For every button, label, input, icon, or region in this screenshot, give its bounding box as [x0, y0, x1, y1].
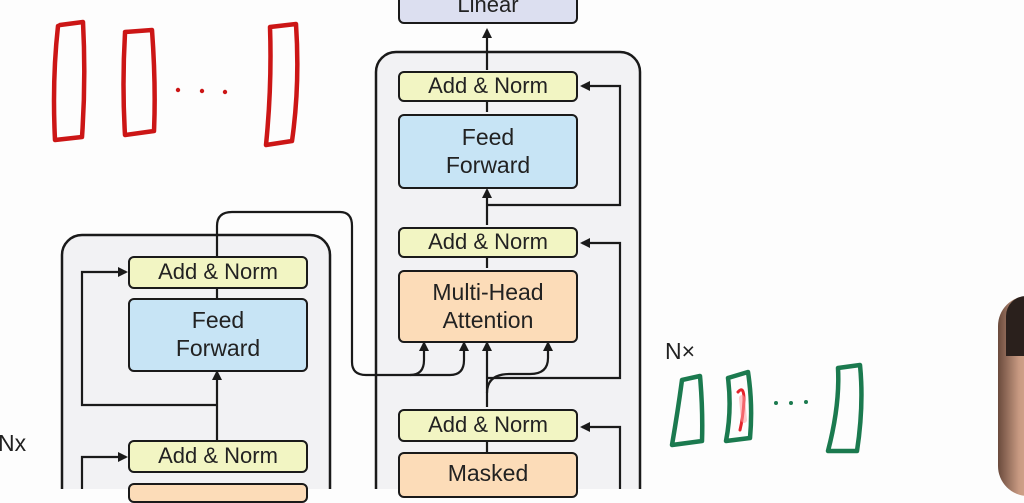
feed-forward-label: Feed Forward [445, 123, 531, 178]
masked-label: Masked [447, 460, 529, 486]
add-norm-label: Add & Norm [428, 229, 548, 255]
encoder-residual-low [80, 452, 128, 489]
multi-head-attention: Multi-Head Attention [398, 270, 578, 343]
add-norm-label: Add & Norm [428, 73, 548, 99]
green-vector-2 [723, 369, 754, 444]
encoder-feed-forward: Feed Forward [128, 298, 308, 372]
arrow-to-mha-v [485, 341, 553, 394]
encoder-output-arrow [215, 210, 429, 377]
decoder-add-norm-top: Add & Norm [398, 71, 578, 102]
encoder-output-arrow-2 [410, 341, 469, 377]
decoder-residual-mid [487, 238, 622, 380]
linear-label: Linear [457, 0, 519, 17]
masked-attention: Masked [398, 452, 578, 498]
red-vectors-sketch [51, 19, 300, 148]
decoder-add-norm-mid: Add & Norm [398, 227, 578, 258]
feed-forward-label: Feed Forward [175, 307, 261, 361]
green-vector-3 [825, 362, 864, 454]
add-norm-label: Add & Norm [158, 259, 278, 285]
red-vector-3 [263, 21, 300, 148]
green-vector-1 [669, 373, 705, 448]
encoder-add-norm-low: Add & Norm [128, 440, 308, 473]
decoder-feed-forward: Feed Forward [398, 114, 578, 189]
encoder-attention-partial [128, 483, 308, 503]
presenter-hair [1006, 296, 1024, 356]
decoder-residual-low [580, 422, 622, 489]
decoder-nx-label: N× [665, 338, 696, 364]
decoder-residual-top [487, 81, 622, 207]
encoder-nx-label: Nx [0, 430, 27, 456]
red-vector-2 [121, 27, 157, 138]
encoder-add-norm-top: Add & Norm [128, 256, 308, 289]
decoder-add-norm-low: Add & Norm [398, 409, 578, 442]
encoder-residual-top [80, 267, 217, 407]
red-vector-1 [51, 19, 87, 143]
linear-block: Linear [398, 0, 578, 24]
green-vectors-sketch [669, 362, 864, 454]
add-norm-label: Add & Norm [428, 412, 548, 438]
multi-head-attention-label: Multi-Head Attention [432, 278, 544, 333]
add-norm-label: Add & Norm [158, 443, 278, 469]
